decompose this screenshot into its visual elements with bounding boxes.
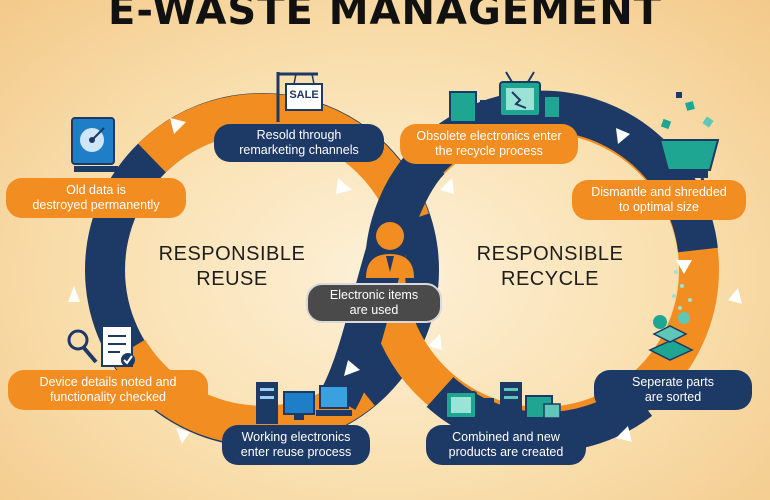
responsible-reuse-label: RESPONSIBLE REUSE — [152, 242, 312, 292]
flow-arrows — [68, 118, 742, 444]
hard-drive-icon — [71, 117, 118, 172]
arrow-8 — [676, 260, 692, 274]
arrow-1 — [170, 118, 186, 134]
step-resold: Resold through remarketing channels — [214, 124, 384, 162]
electronic-items-used-label: Electronic items are used — [306, 283, 442, 323]
person-headset-icon — [366, 216, 414, 278]
new-products-icon — [445, 382, 561, 420]
arrow-2 — [336, 178, 352, 194]
dismantle-line-1: Dismantle and shredded — [591, 185, 727, 199]
step-dismantle: Dismantle and shredded to optimal size — [572, 180, 746, 220]
reuse-line-1: RESPONSIBLE — [158, 243, 306, 265]
device-details-line-2: functionality checked — [49, 390, 167, 404]
arrow-3 — [68, 286, 80, 302]
working-line-2: enter reuse process — [240, 445, 352, 459]
resold-line-2: remarketing channels — [239, 143, 359, 157]
combined-line-2: products are created — [448, 445, 564, 459]
device-details-line-1: Device details noted and — [39, 375, 177, 389]
arrow-11 — [428, 334, 442, 350]
arrow-6 — [440, 178, 454, 194]
separate-line-1: Seperate parts — [632, 375, 714, 389]
arrow-10 — [616, 426, 632, 442]
used-line-1: Electronic items — [329, 288, 419, 302]
step-device-details: Device details noted and functionality c… — [8, 370, 208, 410]
page-title: E-WASTE MANAGEMENT — [108, 0, 662, 34]
step-old-data: Old data is destroyed permanently — [6, 178, 186, 218]
arrow-5 — [344, 360, 360, 376]
recycle-line-1: RESPONSIBLE — [476, 243, 624, 265]
sale-sign-label: SALE — [289, 89, 319, 101]
arrow-7 — [616, 128, 630, 144]
step-obsolete-electronics: Obsolete electronics enter the recycle p… — [400, 124, 578, 164]
sale-sign-icon — [276, 72, 323, 122]
used-line-2: are used — [349, 303, 399, 317]
step-combined-products: Combined and new products are created — [426, 425, 586, 465]
obsolete-line-1: Obsolete electronics enter — [416, 129, 562, 143]
step-separate-parts: Seperate parts are sorted — [594, 370, 752, 410]
obsolete-line-2: the recycle process — [435, 144, 543, 158]
obsolete-electronics-icon — [449, 71, 561, 123]
working-line-1: Working electronics — [241, 430, 351, 444]
old-data-line-1: Old data is — [66, 183, 126, 197]
reuse-line-2: REUSE — [196, 268, 268, 290]
arrow-9 — [728, 288, 742, 304]
recycle-line-2: RECYCLE — [501, 268, 599, 290]
combined-line-1: Combined and new — [452, 430, 560, 444]
step-working-electronics: Working electronics enter reuse process — [222, 425, 370, 465]
separate-line-2: are sorted — [644, 390, 702, 404]
dismantle-line-2: to optimal size — [619, 200, 699, 214]
checklist-icon — [67, 325, 135, 367]
arrow-4 — [176, 428, 190, 444]
resold-line-1: Resold through — [256, 128, 342, 142]
sorted-parts-icon — [648, 270, 694, 361]
old-data-line-2: destroyed permanently — [32, 198, 160, 212]
responsible-recycle-label: RESPONSIBLE RECYCLE — [470, 242, 630, 292]
computers-icon — [256, 382, 352, 424]
